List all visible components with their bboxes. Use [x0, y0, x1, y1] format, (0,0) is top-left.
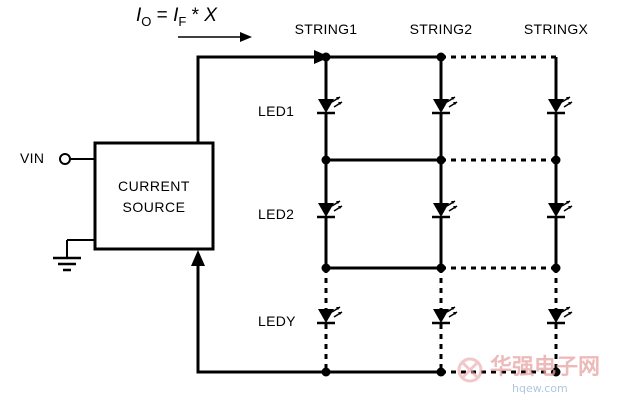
junction-dots: [321, 52, 561, 377]
output-wire: [196, 55, 322, 143]
string1-label: STRING1: [295, 21, 358, 37]
vin-label: VIN: [20, 150, 44, 166]
stringx-label: STRINGX: [524, 21, 589, 37]
return-wire: [196, 262, 326, 374]
current-source-box: CURRENT SOURCE: [93, 141, 215, 251]
string1-column: [315, 57, 344, 372]
string1-ledy-icon: [315, 305, 344, 325]
horizontal-buses: [326, 55, 441, 374]
string2-label: STRING2: [410, 21, 473, 37]
ledy-label: LEDY: [258, 313, 296, 329]
dashed-buses: [441, 55, 556, 374]
watermark-url: hqew.com: [512, 382, 568, 395]
led1-label: LED1: [258, 103, 294, 119]
watermark-icon: [457, 357, 483, 383]
string1-led2-icon: [315, 199, 344, 219]
stringx-ledy-icon: [545, 305, 574, 325]
stringx-column: [545, 57, 574, 372]
vin-terminal: VIN: [20, 150, 95, 166]
led2-label: LED2: [258, 206, 294, 222]
string2-led2-icon: [430, 199, 459, 219]
current-source-line1: CURRENT: [118, 178, 190, 194]
current-direction-arrow: [178, 32, 252, 42]
stringx-led1-icon: [545, 95, 574, 115]
watermark-text: 华强电子网: [490, 354, 600, 380]
svg-text:IO = IF * X: IO = IF * X: [136, 5, 218, 29]
string1-led1-icon: [315, 95, 344, 115]
current-formula: IO = IF * X: [136, 5, 218, 29]
current-source-line2: SOURCE: [123, 199, 186, 215]
return-arrow-icon: [191, 250, 205, 266]
string2-ledy-icon: [430, 305, 459, 325]
ground-icon: [53, 239, 95, 272]
watermark-logo: 华强电子网 hqew.com: [457, 354, 600, 395]
string2-column: [430, 57, 459, 372]
stringx-led2-icon: [545, 199, 574, 219]
string2-led1-icon: [430, 95, 459, 115]
